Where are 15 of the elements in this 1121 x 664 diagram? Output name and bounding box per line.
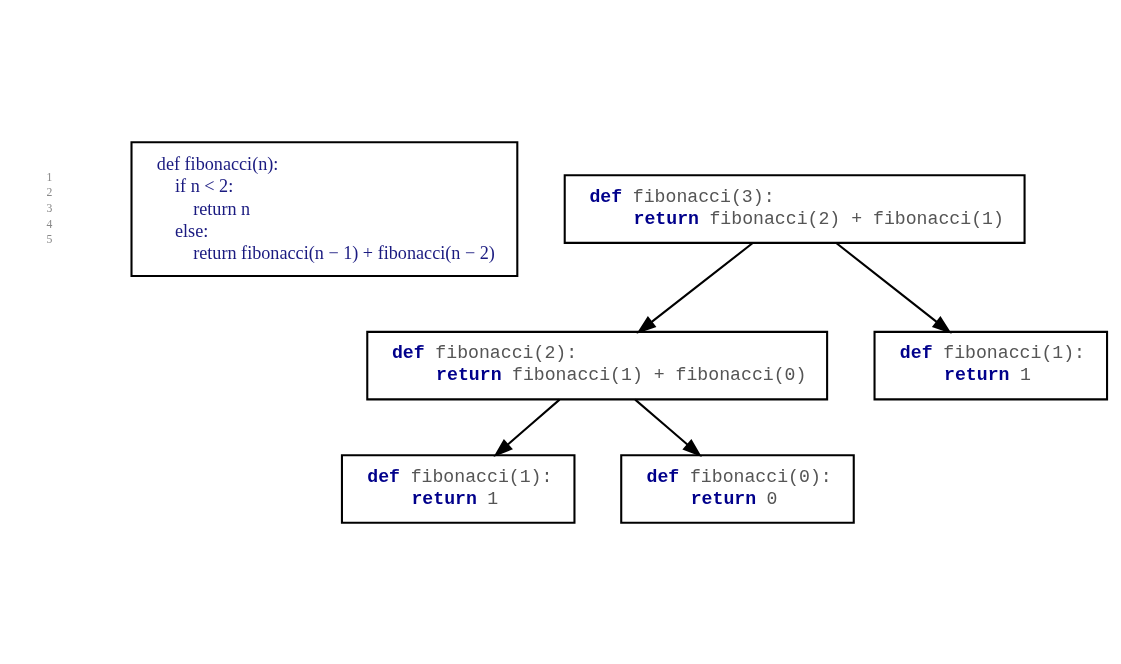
node-box: def fibonacci(2): return fibonacci(1) + fibonacci(0) [366, 330, 829, 400]
label: 2 [46, 185, 53, 199]
node-box: def fibonacci(1): return 1 [873, 330, 1109, 400]
label: 3 [46, 201, 53, 215]
arrow [835, 241, 952, 334]
label: 4 [46, 217, 53, 231]
label: 1 [46, 170, 53, 184]
node-box: def fibonacci(1): return 1 [340, 453, 576, 524]
node-box: def fibonacci(3): return fibonacci(2) + fibonacci(1) [563, 173, 1026, 244]
node-box: def fibonacci(n): if n < 2: return n else: return fibonacci(n − 1) + fibonacci(n − 2) [130, 140, 519, 277]
arrow [634, 398, 702, 457]
label: 5 [46, 232, 53, 246]
arrow [636, 241, 754, 334]
arrow [493, 398, 561, 457]
node-box: def fibonacci(0): return 0 [620, 453, 855, 524]
